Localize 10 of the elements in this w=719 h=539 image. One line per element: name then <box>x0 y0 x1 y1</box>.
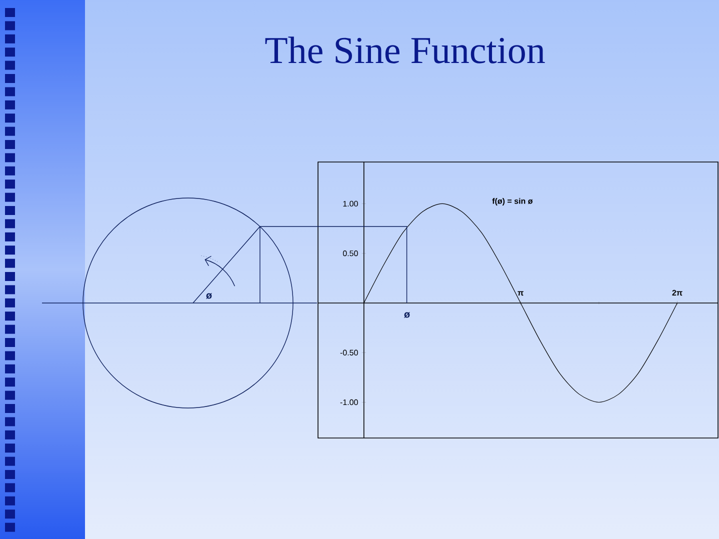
angle-label: ø <box>404 312 410 318</box>
y-tick-label: -1.00 <box>340 399 358 406</box>
title: The Sine Function <box>265 36 545 64</box>
angle-label: ø <box>206 293 212 299</box>
y-tick-label: -0.50 <box>340 350 358 356</box>
annotation: f(ø) = sin ø <box>492 198 533 206</box>
x-tick-label: 2π <box>672 290 682 296</box>
y-tick-label: 0.50 <box>342 250 358 256</box>
x-tick-label: π <box>518 291 524 296</box>
y-tick-label: 1.00 <box>343 200 358 207</box>
